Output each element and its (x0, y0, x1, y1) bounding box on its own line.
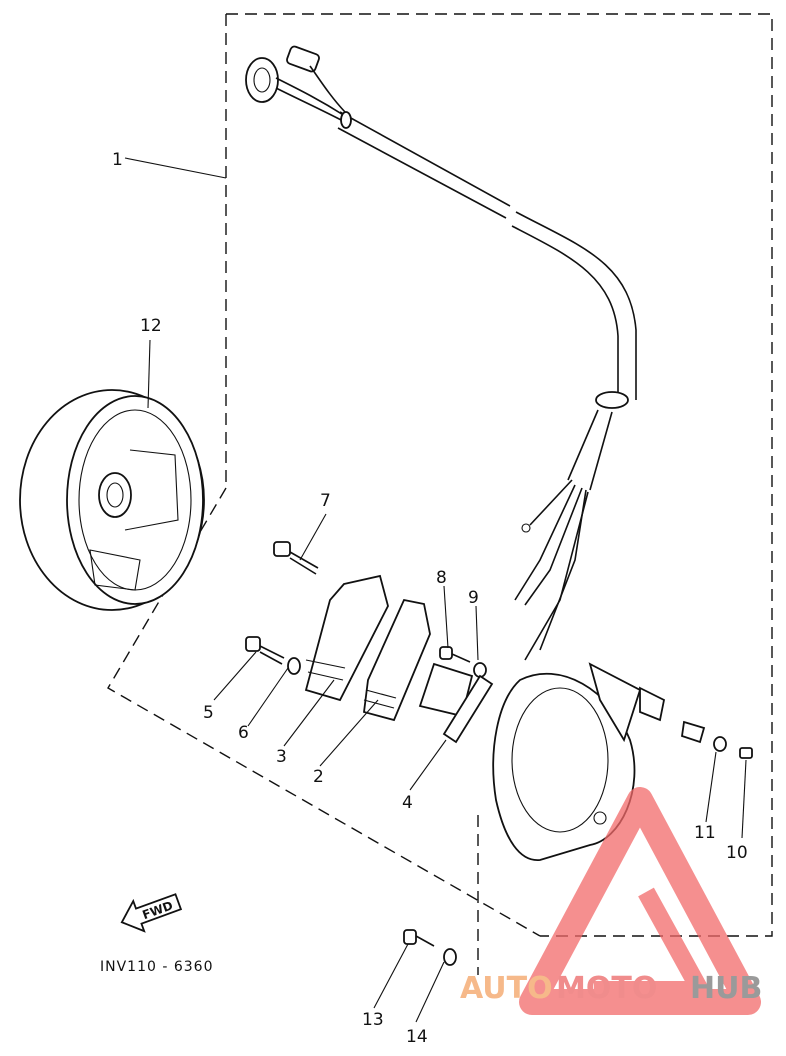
wire-harness (245, 45, 637, 661)
screw-8 (439, 646, 471, 663)
washer-14 (443, 948, 457, 966)
connector-parts (639, 686, 753, 759)
label-10: 10 (726, 843, 748, 863)
label-9: 9 (468, 588, 479, 608)
drawing-code: INV110 - 6360 (100, 959, 213, 975)
label-7: 7 (320, 491, 331, 511)
bolt-5 (245, 636, 285, 665)
label-1: 1 (112, 150, 123, 170)
stator-base (492, 662, 642, 861)
watermark-moto: MOTO (556, 971, 657, 1006)
label-12: 12 (140, 316, 162, 336)
bolt-7 (273, 541, 319, 575)
watermark-text: AUTO MOTO HUB (460, 971, 762, 1006)
watermark-auto: AUTO (460, 971, 553, 1006)
label-8: 8 (436, 568, 447, 588)
label-11: 11 (694, 823, 716, 843)
fwd-arrow: FWD (120, 893, 183, 933)
bolt-13 (403, 929, 435, 947)
flywheel-rotor (19, 389, 205, 611)
source-coil (363, 598, 431, 722)
label-2: 2 (313, 767, 324, 787)
lighting-coil (304, 574, 389, 702)
label-6: 6 (238, 723, 249, 743)
watermark-logo (519, 787, 761, 1015)
label-14: 14 (406, 1027, 428, 1047)
part-labels: 1 2 3 4 5 6 7 8 9 10 11 12 13 14 (112, 150, 748, 1047)
washer-6 (287, 657, 301, 675)
assembly-boundary (107, 13, 773, 975)
leader-lines (124, 157, 747, 1023)
watermark-hub: HUB (690, 971, 762, 1006)
label-3: 3 (276, 747, 287, 767)
label-13: 13 (362, 1010, 384, 1030)
label-4: 4 (402, 793, 413, 813)
pulser-coil (418, 662, 494, 744)
washer-9 (473, 662, 487, 678)
label-5: 5 (203, 703, 214, 723)
